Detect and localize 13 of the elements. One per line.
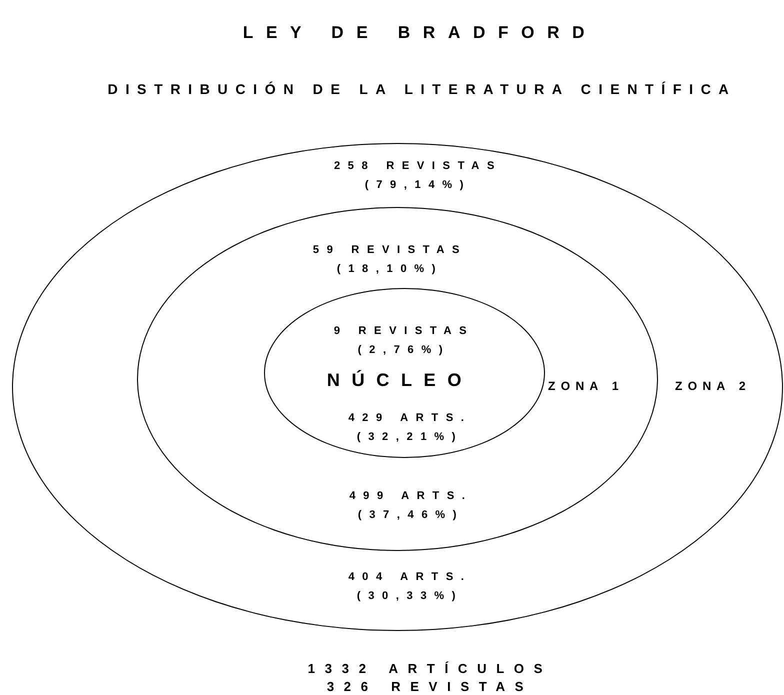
total-label: 326 REVISTAS — [326, 678, 534, 695]
count-label: 429 ARTS. (32,21%) — [347, 411, 473, 445]
zone-label: NÚCLEO — [326, 369, 474, 392]
total-label: 1332 ARTÍCULOS — [306, 660, 554, 678]
count-label: 499 ARTS. (37,46%) — [348, 489, 474, 523]
title: LEY DE BRADFORD — [242, 22, 598, 44]
count-label: 258 REVISTAS (79,14%) — [332, 159, 503, 193]
zone-label: ZONA 1 — [548, 378, 624, 395]
count-label: 404 ARTS. (30,33%) — [347, 570, 473, 604]
count-label: 9 REVISTAS (2,76%) — [332, 324, 476, 358]
zone-label: ZONA 2 — [675, 378, 751, 395]
count-label: 59 REVISTAS (18,10%) — [312, 243, 468, 277]
subtitle: DISTRIBUCIÓN DE LA LITERATURA CIENTÍFICA — [106, 80, 738, 99]
